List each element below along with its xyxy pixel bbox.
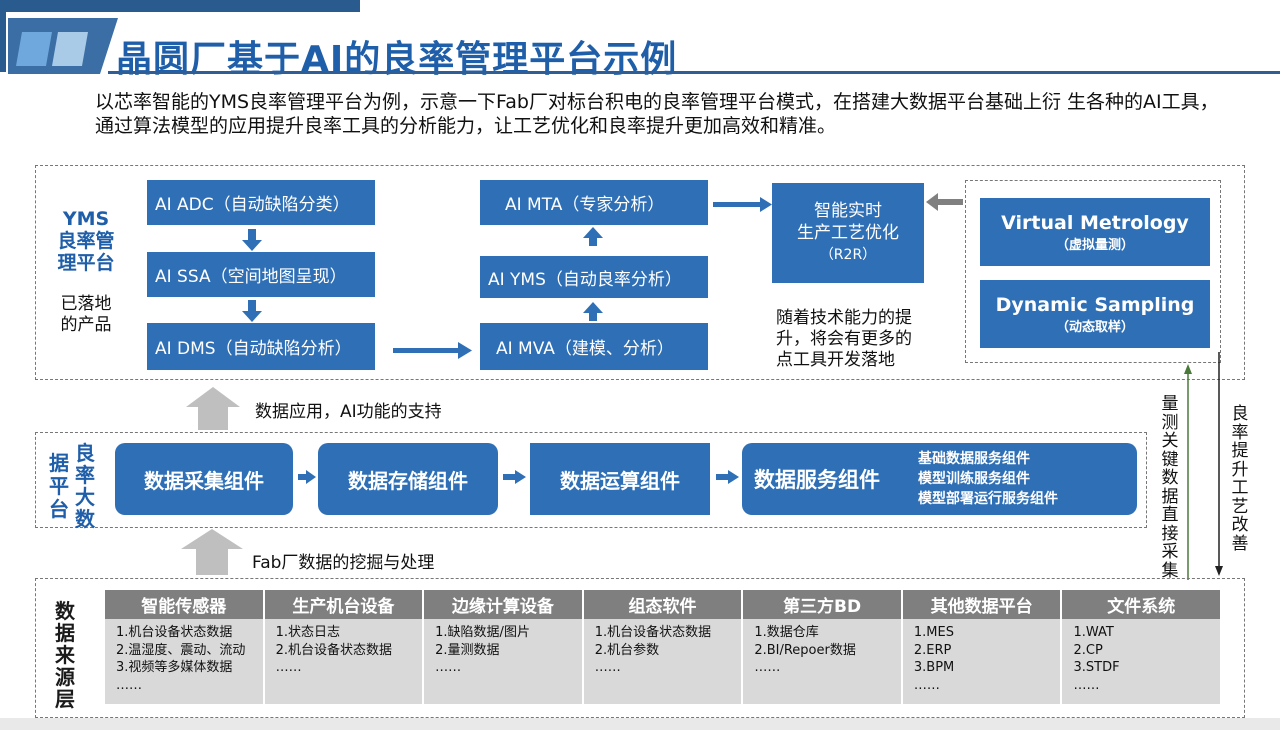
bigdata-label-col2: 良 率 大 数 bbox=[75, 441, 95, 531]
header-band-side bbox=[0, 12, 6, 72]
bigdata-label-col1: 据 平 台 bbox=[49, 451, 69, 521]
arrow-storage-compute-icon bbox=[503, 470, 526, 484]
vm-ds-group bbox=[965, 180, 1221, 363]
arrow-adc-ssa-icon bbox=[242, 229, 262, 251]
virtual-metrology-box: Virtual Metrology （虚拟量测） bbox=[980, 198, 1210, 266]
support-text-1: 数据应用，AI功能的支持 bbox=[255, 402, 442, 422]
dynamic-sampling-box: Dynamic Sampling （动态取样） bbox=[980, 280, 1210, 348]
collect-component: 数据采集组件 bbox=[115, 443, 293, 515]
arrow-collect-storage-icon bbox=[298, 470, 316, 484]
arrow-compute-service-icon bbox=[716, 470, 739, 484]
compute-component: 数据运算组件 bbox=[530, 443, 710, 515]
header-band bbox=[0, 0, 360, 12]
header-logo-icon bbox=[8, 18, 118, 74]
header-underline bbox=[108, 71, 1280, 74]
arrow-vm-r2r-icon bbox=[926, 193, 963, 211]
ai-ssa-box: AI SSA（空间地图呈现） bbox=[147, 252, 375, 297]
source-section bbox=[35, 578, 1245, 718]
ai-adc-box: AI ADC（自动缺陷分类） bbox=[147, 180, 375, 225]
yms-label: YMS 良率管 理平台 bbox=[57, 208, 115, 274]
intro-text: 以芯率智能的YMS良率管理平台为例，示意一下Fab厂对标台积电的良率管理平台模式… bbox=[95, 91, 1219, 137]
footer-band bbox=[0, 718, 1280, 730]
arrow-mta-r2r-icon bbox=[713, 197, 772, 212]
arrow-improve-down-icon bbox=[1215, 352, 1223, 576]
yms-sublabel: 已落地 的产品 bbox=[60, 294, 112, 335]
storage-component: 数据存储组件 bbox=[318, 443, 498, 515]
arrow-dms-mva-icon bbox=[393, 342, 472, 359]
arrow-ssa-dms-icon bbox=[242, 300, 262, 322]
future-note: 随着技术能力的提 升，将会有更多的 点工具开发落地 bbox=[776, 308, 912, 370]
arrow-yms-mta-icon bbox=[583, 227, 603, 246]
arrow-mining-up-icon bbox=[181, 529, 243, 575]
arrow-measure-up-icon bbox=[1184, 364, 1192, 580]
source-label: 数据来源层 bbox=[55, 599, 75, 711]
support-text-2: Fab厂数据的挖掘与处理 bbox=[252, 553, 435, 573]
r2r-box: 智能实时 生产工艺优化 （R2R） bbox=[772, 183, 924, 283]
service-items: 基础数据服务组件 模型训练服务组件 模型部署运行服务组件 bbox=[918, 451, 1058, 507]
bigdata-section bbox=[35, 432, 1147, 528]
arrow-support-up-icon bbox=[186, 387, 240, 430]
yms-section bbox=[35, 165, 1245, 380]
arrow-mva-yms-icon bbox=[583, 302, 603, 321]
service-component: 数据服务组件 基础数据服务组件 模型训练服务组件 模型部署运行服务组件 bbox=[742, 443, 1137, 515]
ai-mva-box: AI MVA（建模、分析） bbox=[480, 323, 708, 370]
improve-label: 良率提升工艺改善 bbox=[1231, 404, 1249, 554]
ai-dms-box: AI DMS（自动缺陷分析） bbox=[147, 323, 375, 370]
ai-yms-box: AI YMS（自动良率分析） bbox=[480, 256, 708, 298]
measure-label: 量测关键数据直接采集 bbox=[1161, 394, 1179, 581]
ai-mta-box: AI MTA（专家分析） bbox=[480, 180, 708, 225]
